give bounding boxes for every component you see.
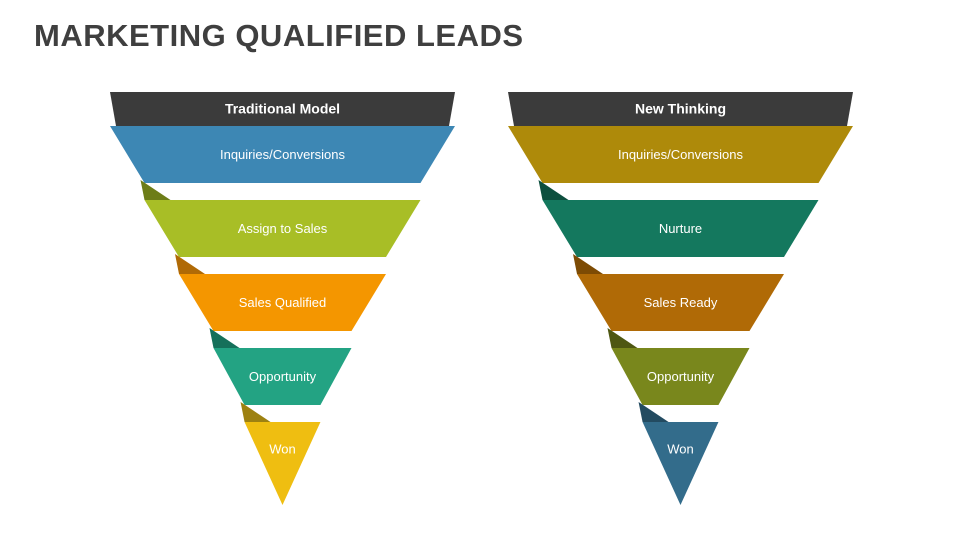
funnel-stage-shape[interactable] xyxy=(179,274,386,331)
funnel-fold-tab xyxy=(573,254,603,274)
funnel-stage-label: Opportunity xyxy=(249,369,317,384)
funnel-stage[interactable]: Won xyxy=(638,402,719,505)
funnel-stage[interactable]: Sales Qualified xyxy=(175,254,386,331)
funnel-graphic: Traditional ModelInquiries/ConversionsAs… xyxy=(110,92,455,505)
funnel-header-shape xyxy=(508,92,853,126)
funnel-stage-label: Sales Ready xyxy=(644,295,718,310)
funnel-fold-tab xyxy=(638,402,669,422)
funnel-stage[interactable]: Inquiries/Conversions xyxy=(110,126,455,183)
funnel-stage[interactable]: Opportunity xyxy=(607,328,750,405)
funnel-stage-shape[interactable] xyxy=(244,422,321,505)
funnel-stage-shape[interactable] xyxy=(144,200,421,257)
funnel-fold-tab xyxy=(607,328,638,348)
funnel-fold-tab xyxy=(209,328,240,348)
funnel-stage-label: Opportunity xyxy=(647,369,715,384)
funnel-stage-shape[interactable] xyxy=(577,274,784,331)
funnel-stage-label: Assign to Sales xyxy=(238,221,328,236)
funnel-header-label: New Thinking xyxy=(635,101,726,117)
funnel-stage-shape[interactable] xyxy=(508,126,853,183)
funnel-stage-shape[interactable] xyxy=(110,126,455,183)
funnel-stage[interactable]: Opportunity xyxy=(209,328,352,405)
funnel-fold-tab xyxy=(175,254,205,274)
funnel-stage[interactable]: Won xyxy=(240,402,321,505)
funnel-stage-label: Nurture xyxy=(659,221,702,236)
funnel-stage[interactable]: Assign to Sales xyxy=(140,180,421,257)
funnel-stage-shape[interactable] xyxy=(642,422,719,505)
funnel-header-label: Traditional Model xyxy=(225,101,340,117)
funnel-stage-shape[interactable] xyxy=(213,348,352,405)
funnel-header-shape xyxy=(110,92,455,126)
funnel-stage[interactable]: Nurture xyxy=(538,180,819,257)
funnel-stage-label: Inquiries/Conversions xyxy=(618,147,744,162)
funnel-stage-label: Won xyxy=(269,441,296,456)
funnel-stage-shape[interactable] xyxy=(611,348,750,405)
funnel-stage-label: Inquiries/Conversions xyxy=(220,147,346,162)
page-title: MARKETING QUALIFIED LEADS xyxy=(34,18,524,53)
funnel-stage[interactable]: Inquiries/Conversions xyxy=(508,126,853,183)
funnel-stage-label: Won xyxy=(667,441,694,456)
funnel-stage[interactable]: Sales Ready xyxy=(573,254,784,331)
funnel-stage-shape[interactable] xyxy=(542,200,819,257)
funnel-graphic: New ThinkingInquiries/ConversionsNurture… xyxy=(508,92,853,505)
funnel-fold-tab xyxy=(240,402,271,422)
funnel-stage-label: Sales Qualified xyxy=(239,295,326,310)
funnel-fold-tab xyxy=(538,180,569,200)
funnel-fold-tab xyxy=(140,180,171,200)
